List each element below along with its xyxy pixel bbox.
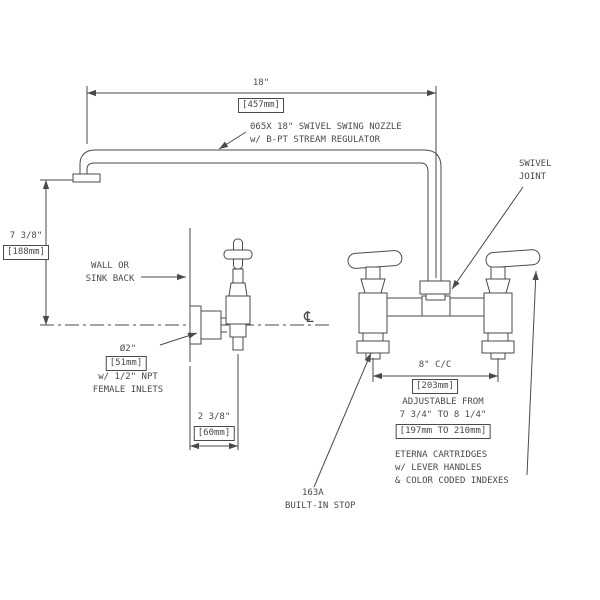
cartridge-note-line1: ETERNA CARTRIDGES (395, 450, 488, 460)
stem (232, 268, 244, 284)
dim-738in-label: 7 3/8" (9, 231, 43, 241)
dim-60mm-label: [60mm] (193, 426, 235, 441)
dim-18in-label: 18" (252, 78, 270, 88)
left-stem (365, 266, 381, 280)
right-valve-assembly (481, 249, 541, 360)
swivel-joint-leader (451, 186, 524, 290)
cross-handle-horizontal (223, 249, 253, 260)
right-shank (487, 332, 509, 342)
left-valve-assembly (347, 250, 403, 360)
swivel-joint-label-line1: SWIVEL (519, 159, 552, 169)
adjustable-mm-label: [197mm TO 210mm] (395, 424, 491, 439)
nozzle-leader (218, 131, 247, 150)
centerline-symbol: ℄ (304, 308, 314, 326)
dim-238in-label: 2 3/8" (197, 412, 231, 422)
built-in-stop-leader (313, 352, 372, 488)
adjustable-note-line2: 7 3/4" TO 8 1/4" (399, 410, 487, 420)
wall-label-line2: SINK BACK (85, 274, 135, 284)
nozzle-note-line1: 065X 18" SWIVEL SWING NOZZLE (250, 122, 402, 132)
left-shank (362, 332, 384, 342)
leader-lines (141, 131, 539, 488)
inlet-hex-nut (200, 310, 222, 340)
dim-457mm-label: [457mm] (238, 98, 284, 113)
right-valve-body (483, 292, 513, 334)
cartridge-leader (526, 270, 539, 476)
right-bonnet (485, 278, 511, 294)
wall-flange (189, 305, 202, 345)
left-bonnet (360, 278, 386, 294)
dim-203mm-label: [203mm] (412, 379, 458, 394)
dim-188mm-label: [188mm] (3, 245, 49, 260)
nozzle-note-line2: w/ B-PT STREAM REGULATOR (250, 135, 381, 145)
stop-label-line2: BUILT-IN STOP (285, 501, 356, 511)
stop-label-line1: 163A (302, 488, 324, 498)
inlet-leader (159, 332, 198, 346)
spout-inner-wall (95, 162, 429, 281)
swivel-joint (419, 280, 451, 301)
spout-outer-wall (95, 149, 442, 281)
adjustable-note-line1: ADJUSTABLE FROM (402, 397, 484, 407)
swing-nozzle-spout (72, 149, 442, 281)
spout-outlet-outer (79, 149, 96, 174)
inlet-label-line1: Ø2" (119, 344, 137, 354)
cartridge-note-line3: & COLOR CODED INDEXES (395, 476, 509, 486)
right-inlet-nut (481, 340, 515, 354)
left-inlet-nut (356, 340, 390, 354)
left-lever-handle (347, 250, 403, 269)
inlet-label-line4: FEMALE INLETS (92, 385, 164, 395)
inlet-51mm-label: [51mm] (105, 356, 147, 371)
valve-body-side (225, 295, 251, 325)
dimension-center-to-center (372, 358, 499, 382)
swivel-nut-upper (419, 280, 451, 295)
faucet-body-tube (387, 295, 484, 317)
cartridge-note-line2: w/ LEVER HANDLES (395, 463, 482, 473)
lower-body (229, 323, 247, 338)
bonnet (228, 282, 248, 297)
dim-8cc-label: 8" C/C (418, 360, 452, 370)
dimension-nozzle-length (86, 86, 437, 278)
wall-label-line1: WALL OR (91, 261, 129, 271)
inlet-label-line3: w/ 1/2" NPT (98, 372, 158, 382)
right-stem (490, 266, 506, 280)
right-lever-handle (485, 249, 541, 268)
tail-piece (232, 336, 244, 351)
outlet-flange (72, 173, 101, 183)
side-view-inlet-assembly (189, 238, 253, 351)
swivel-joint-label-line2: JOINT (519, 172, 547, 182)
left-valve-body (358, 292, 388, 334)
spout-outlet-inner (86, 162, 96, 174)
dimension-wall-offset (189, 354, 239, 450)
swivel-nut-lower (425, 293, 446, 301)
